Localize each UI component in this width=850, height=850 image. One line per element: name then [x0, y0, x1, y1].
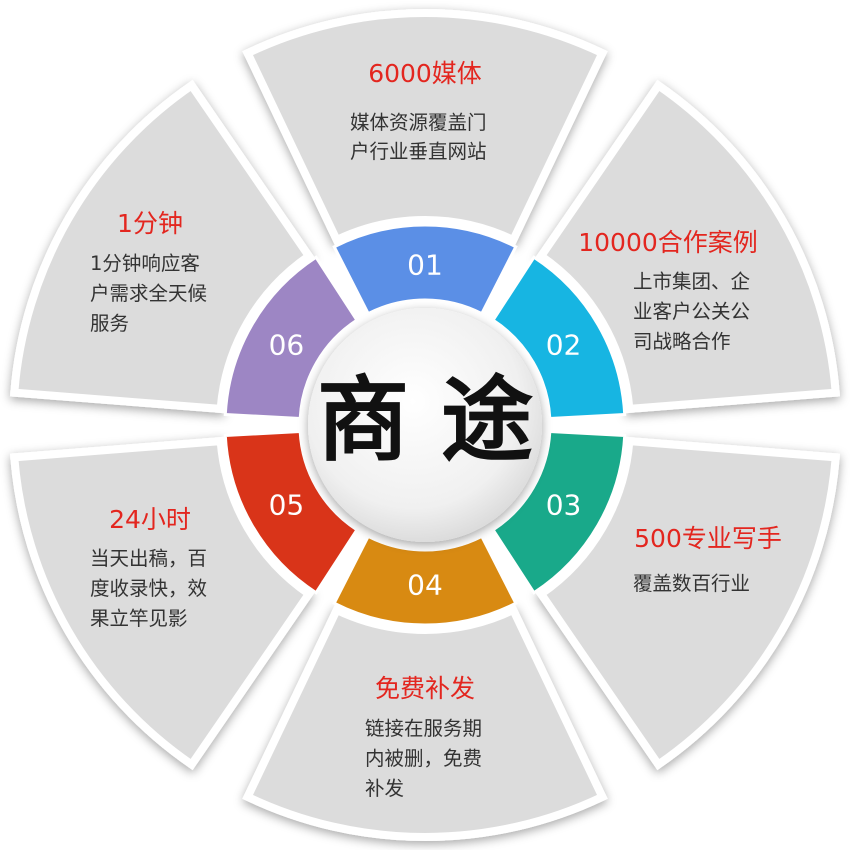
segment-title: 500专业写手: [634, 524, 782, 553]
segment-line: 1分钟响应客: [90, 252, 200, 275]
segment-06: 1分钟 1分钟响应客 户需求全天候 服务 06: [90, 209, 304, 362]
segment-number: 02: [546, 329, 582, 362]
segment-title: 6000媒体: [368, 59, 482, 88]
outer-segment-06: [9, 79, 315, 414]
center-title: 商 途: [317, 366, 533, 474]
segment-number: 05: [269, 489, 305, 522]
outer-segments: [9, 9, 841, 841]
segment-number: 03: [546, 489, 582, 522]
segment-number: 01: [407, 249, 443, 282]
segment-number: 06: [269, 329, 305, 362]
segment-line: 果立竿见影: [90, 607, 188, 630]
segment-01: 6000媒体 媒体资源覆盖门 户行业垂直网站 01: [350, 59, 487, 282]
outer-segment-02: [535, 79, 841, 414]
outer-segment-04: [242, 604, 608, 841]
segment-03: 500专业写手 覆盖数百行业 03: [546, 489, 782, 596]
center-hub: 商 途: [300, 300, 550, 550]
segment-line: 补发: [365, 777, 404, 800]
inner-ring: [223, 223, 627, 627]
segment-title: 免费补发: [375, 674, 475, 703]
segment-line: 内被删，免费: [365, 747, 482, 770]
segment-line: 上市集团、企: [633, 270, 750, 293]
segment-line: 度收录快，效: [90, 577, 207, 600]
segment-title: 1分钟: [117, 209, 183, 238]
segment-title: 24小时: [109, 505, 191, 534]
segment-line: 链接在服务期: [365, 717, 482, 740]
segment-line: 服务: [90, 312, 129, 335]
segment-line: 媒体资源覆盖门: [350, 111, 487, 134]
center-hub-disc: [308, 308, 542, 542]
segment-number: 04: [407, 569, 443, 602]
segment-line: 户需求全天候: [90, 282, 207, 305]
segment-line: 司战略合作: [633, 330, 731, 353]
segment-line: 覆盖数百行业: [633, 572, 750, 595]
outer-segment-05: [9, 436, 315, 771]
segment-04: 免费补发 链接在服务期 内被删，免费 补发 04: [365, 569, 482, 801]
segment-line: 当天出稿，百: [90, 547, 207, 570]
outer-segment-01: [242, 9, 608, 246]
segment-05: 24小时 当天出稿，百 度收录快，效 果立竿见影 05: [90, 489, 304, 631]
outer-segment-03: [535, 436, 841, 771]
segment-02: 10000合作案例 上市集团、企 业客户公关公 司战略合作 02: [546, 228, 758, 362]
segment-title: 10000合作案例: [578, 228, 758, 257]
segment-line: 业客户公关公: [633, 300, 750, 323]
segment-line: 户行业垂直网站: [350, 140, 487, 163]
